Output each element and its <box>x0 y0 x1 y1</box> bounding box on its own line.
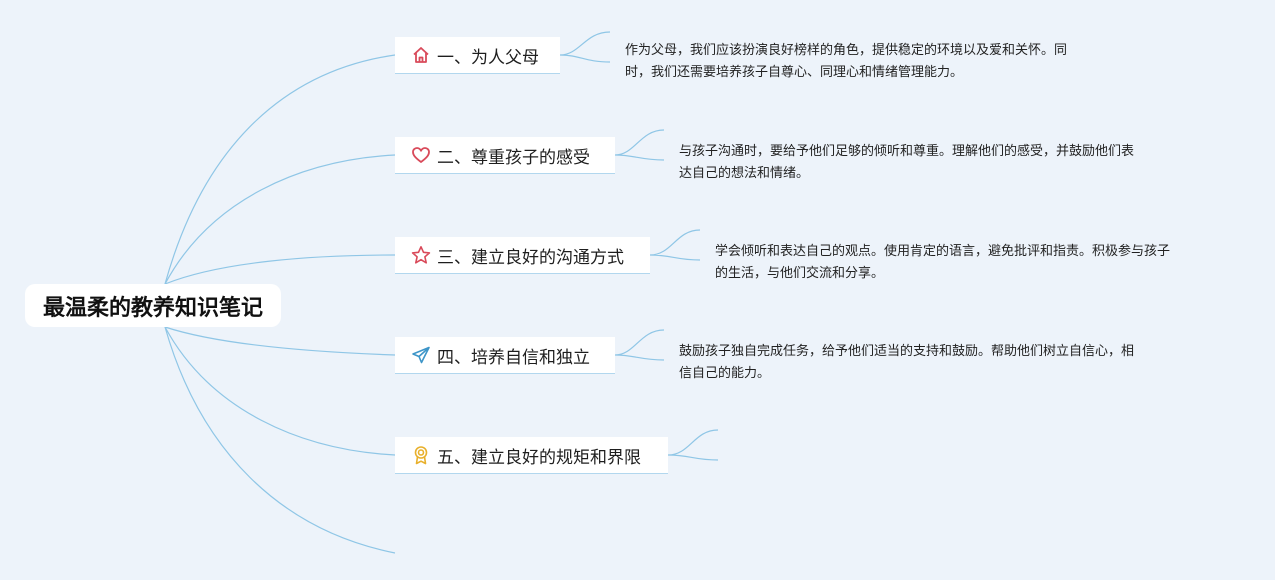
connector-root-branch-3 <box>164 254 396 285</box>
branch-note-1-line-1: 作为父母，我们应该扮演良好榜样的角色，提供稳定的环境以及爱和关怀。同 <box>625 43 1068 58</box>
branch-node-2[interactable]: 二、尊重孩子的感受 <box>395 137 615 173</box>
fork-branch-2 <box>614 129 665 161</box>
branch-note-1-line-2: 时，我们还需要培养孩子自尊心、同理心和情绪管理能力。 <box>625 65 964 80</box>
fork-branch-3 <box>649 229 701 261</box>
branch-note-4-line-2: 信自己的能力。 <box>679 366 771 381</box>
branch-note-2-line-2: 达自己的想法和情绪。 <box>679 166 810 181</box>
branch-title-1: 一、为人父母 <box>437 47 539 68</box>
branch-node-3[interactable]: 三、建立良好的沟通方式 <box>395 237 650 273</box>
branch-note-2: 与孩子沟通时，要给予他们足够的倾听和尊重。理解他们的感受，并鼓励他们表 达自己的… <box>679 141 1134 185</box>
connector-root-branch-1 <box>164 54 396 285</box>
root-node[interactable]: 最温柔的教养知识笔记 <box>25 284 281 327</box>
branch-title-5: 五、建立良好的规矩和界限 <box>437 447 641 468</box>
branch-note-3-line-1: 学会倾听和表达自己的观点。使用肯定的语言，避免批评和指责。积极参与孩子 <box>715 244 1171 259</box>
branch-node-1[interactable]: 一、为人父母 <box>395 37 560 73</box>
paper-plane-icon <box>411 345 431 365</box>
connector-root-branch-6 <box>164 326 396 554</box>
branch-node-4[interactable]: 四、培养自信和独立 <box>395 337 615 373</box>
branch-node-5[interactable]: 五、建立良好的规矩和界限 <box>395 437 668 473</box>
branch-title-2: 二、尊重孩子的感受 <box>437 147 590 168</box>
branch-note-2-line-1: 与孩子沟通时，要给予他们足够的倾听和尊重。理解他们的感受，并鼓励他们表 <box>679 144 1135 159</box>
branch-note-3: 学会倾听和表达自己的观点。使用肯定的语言，避免批评和指责。积极参与孩子 的生活，… <box>715 241 1170 285</box>
fork-branch-4 <box>614 329 665 361</box>
fork-branch-5 <box>667 429 719 461</box>
connector-root-branch-4 <box>164 326 396 356</box>
star-icon <box>411 245 431 265</box>
fork-branch-1 <box>559 31 611 63</box>
heart-icon <box>411 145 431 165</box>
home-icon <box>411 45 431 65</box>
branch-note-4: 鼓励孩子独自完成任务，给予他们适当的支持和鼓励。帮助他们树立自信心，相 信自己的… <box>679 341 1134 385</box>
branch-title-3: 三、建立良好的沟通方式 <box>437 247 624 268</box>
root-title: 最温柔的教养知识笔记 <box>42 295 263 321</box>
branch-note-3-line-2: 的生活，与他们交流和分享。 <box>715 266 885 281</box>
branch-note-1: 作为父母，我们应该扮演良好榜样的角色，提供稳定的环境以及爱和关怀。同 时，我们还… <box>625 40 1067 84</box>
branch-title-4: 四、培养自信和独立 <box>437 347 590 368</box>
connector-root-branch-5 <box>164 326 396 456</box>
connector-root-branch-2 <box>164 154 396 285</box>
branch-note-4-line-1: 鼓励孩子独自完成任务，给予他们适当的支持和鼓励。帮助他们树立自信心，相 <box>679 344 1135 359</box>
award-ribbon-icon <box>411 445 431 465</box>
